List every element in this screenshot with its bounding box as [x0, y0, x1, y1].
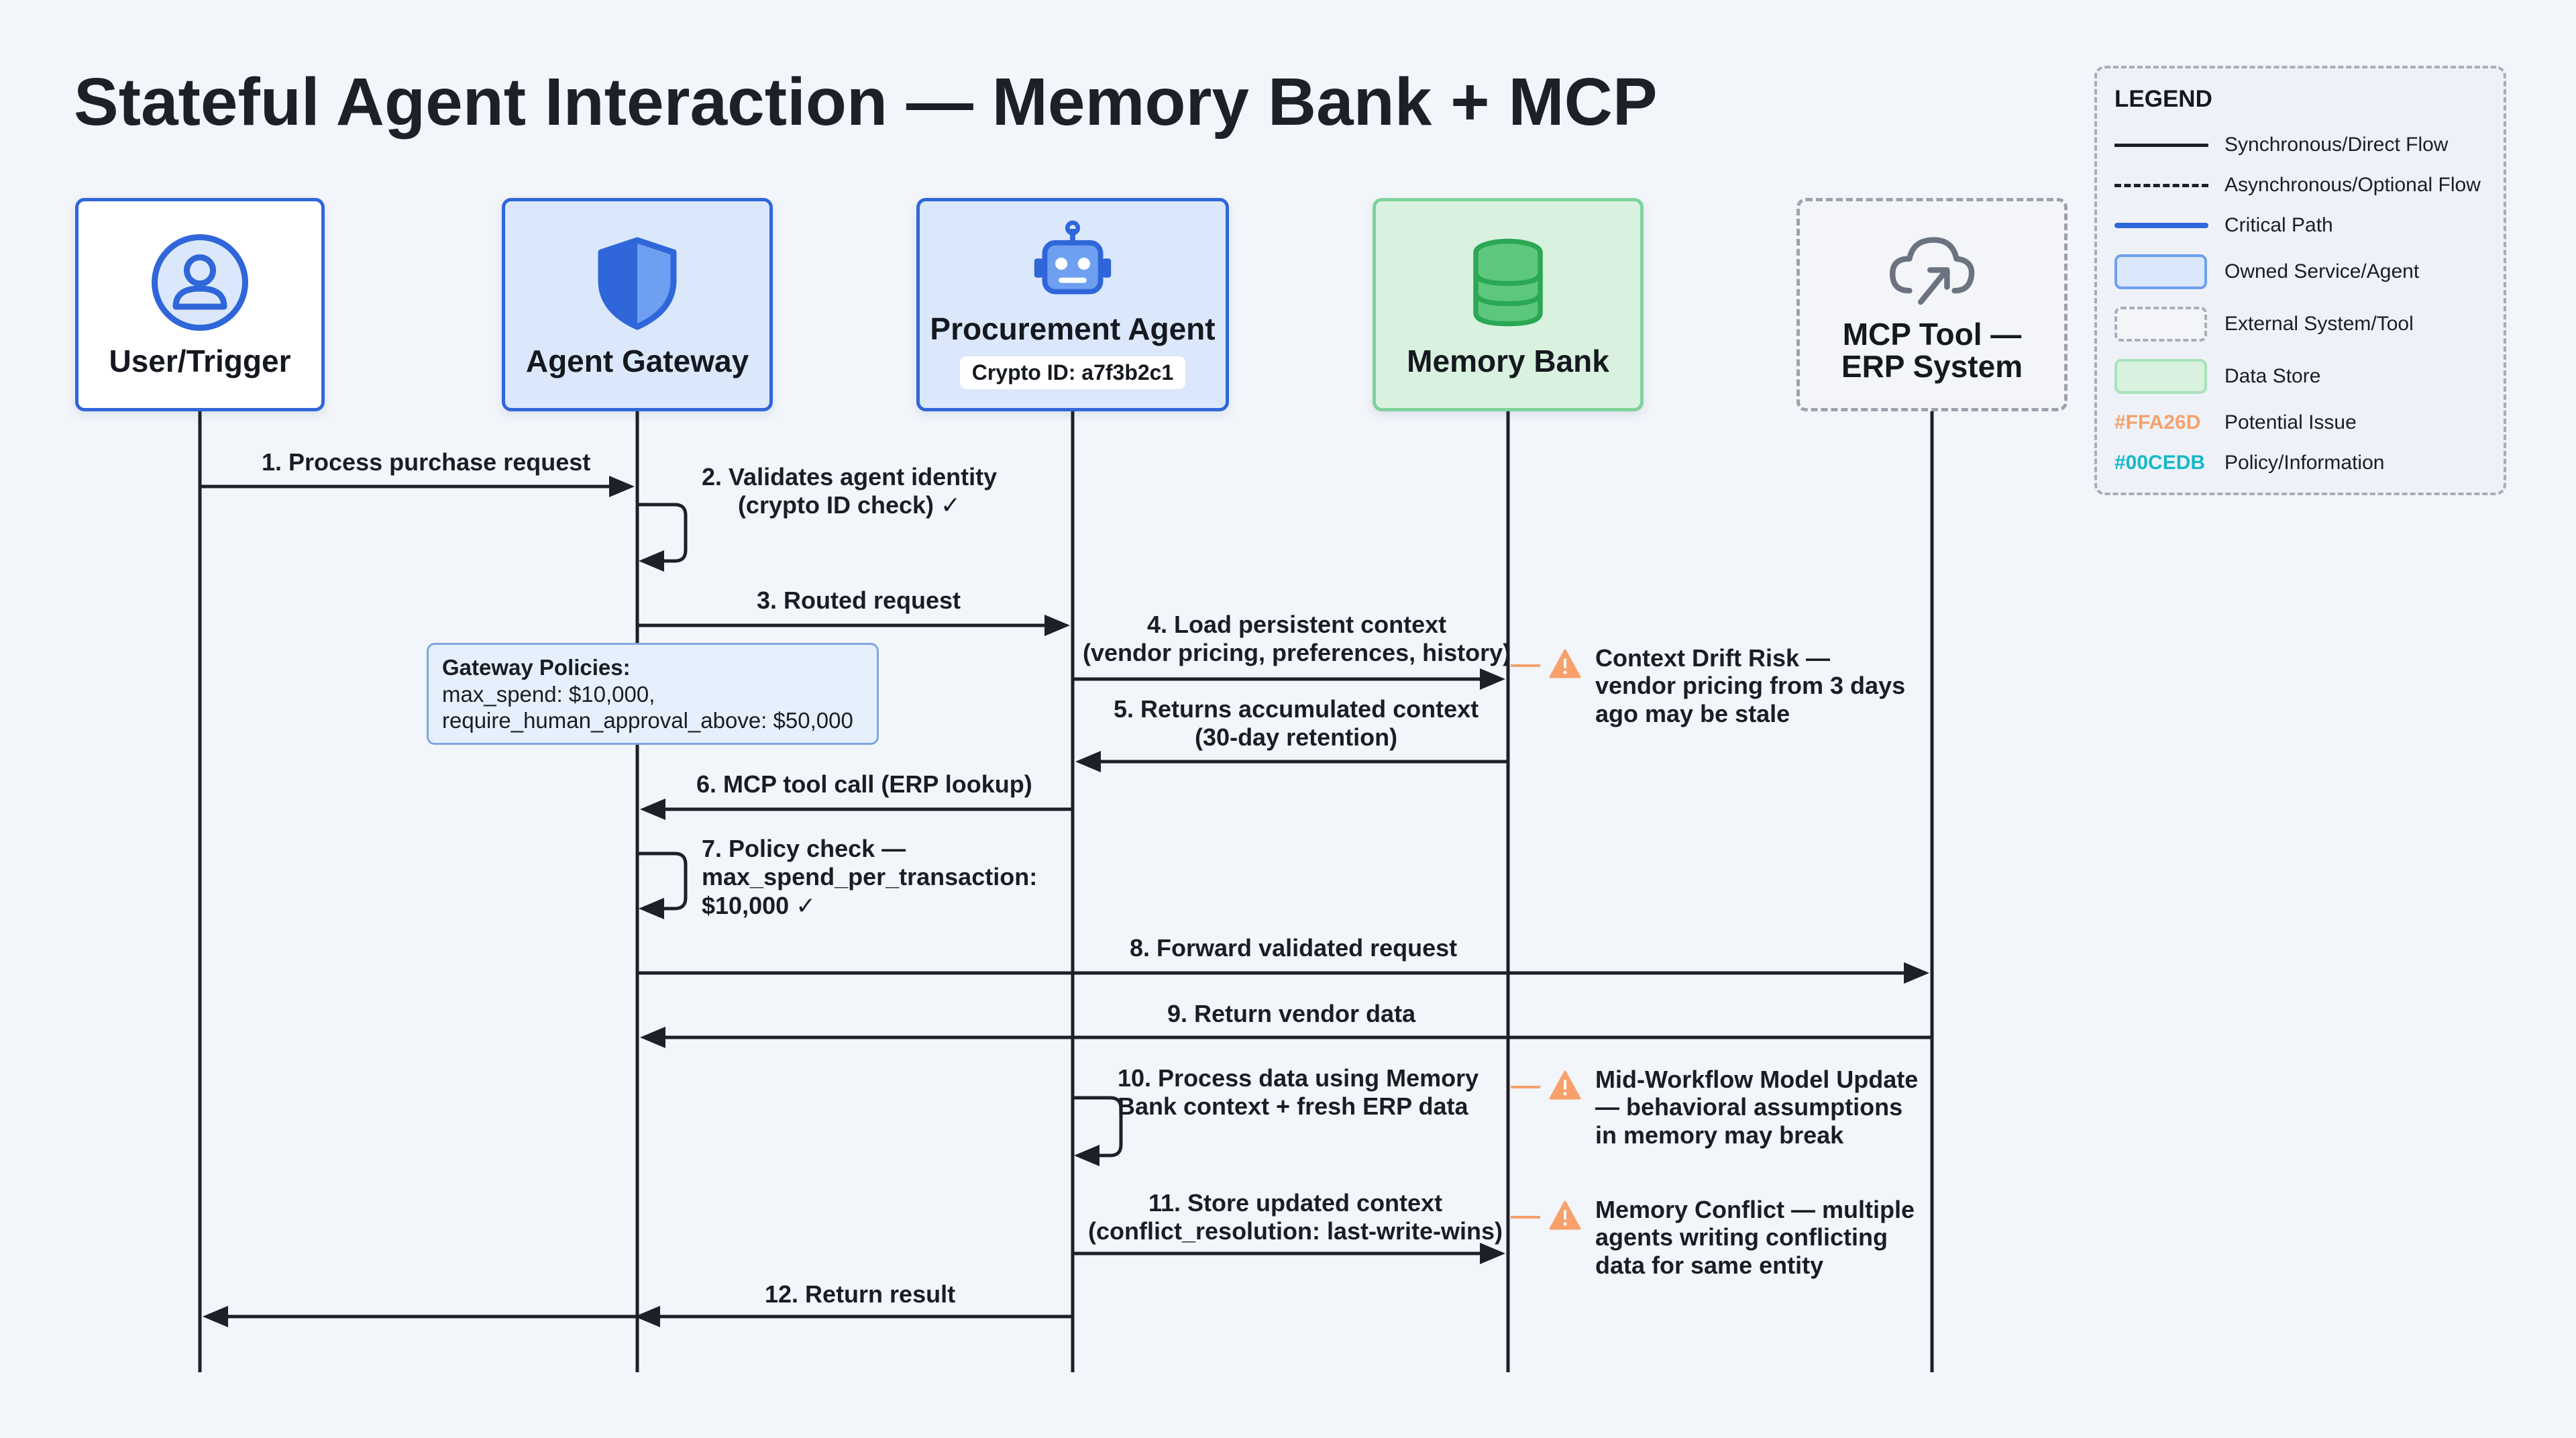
message-arrow-2-head — [639, 550, 664, 572]
legend-title: LEGEND — [2114, 86, 2212, 112]
user-icon — [152, 234, 248, 331]
message-arrow-5-head — [1075, 751, 1101, 772]
participant-procurement-agent: Procurement Agent Crypto ID: a7f3b2c1 — [916, 198, 1229, 411]
risk-connector — [1511, 1086, 1540, 1088]
legend-item-potential-issue: #FFA26D Potential Issue — [2114, 403, 2486, 443]
legend-label: Potential Issue — [2224, 411, 2357, 433]
legend: LEGEND Synchronous/Direct Flow Asynchron… — [2094, 66, 2506, 495]
hex-code: #00CEDB — [2114, 452, 2206, 474]
owned-swatch — [2114, 253, 2210, 291]
policy-hex-key: #00CEDB — [2114, 450, 2210, 476]
message-label-11: 11. Store updated context (conflict_reso… — [1088, 1189, 1503, 1245]
legend-item-data-store: Data Store — [2114, 350, 2486, 403]
participant-label: User/Trigger — [109, 343, 291, 378]
issue-hex-key: #FFA26D — [2114, 409, 2210, 436]
risk-text: Mid-Workflow Model Update — behavioral a… — [1595, 1066, 1919, 1149]
message-arrow-9-head — [640, 1027, 665, 1048]
risk-text: Memory Conflict — multiple agents writin… — [1595, 1196, 1915, 1279]
dashed-line-key — [2114, 172, 2210, 199]
message-arrow-11-head — [1480, 1243, 1505, 1264]
database-icon — [1473, 238, 1543, 327]
message-arrow-2 — [637, 503, 688, 563]
participant-user-trigger: User/Trigger — [75, 198, 325, 411]
legend-item-external: External System/Tool — [2114, 298, 2486, 350]
hex-code: #FFA26D — [2114, 411, 2201, 433]
warning-icon — [1549, 1200, 1581, 1230]
legend-label: Owned Service/Agent — [2224, 260, 2420, 283]
legend-item-critical-path: Critical Path — [2114, 205, 2486, 246]
message-label-10: 10. Process data using Memory Bank conte… — [1118, 1064, 1479, 1121]
message-arrow-6-head — [640, 799, 665, 820]
legend-label: Critical Path — [2224, 214, 2333, 236]
participant-label: Procurement Agent — [930, 311, 1216, 347]
message-arrow-12-head — [203, 1306, 228, 1327]
message-label-6: 6. MCP tool call (ERP lookup) — [696, 770, 1032, 798]
legend-item-synchronous: Synchronous/Direct Flow — [2114, 125, 2486, 165]
solid-line-key — [2114, 132, 2210, 158]
risk-annotation-memory-conflict: Memory Conflict — multiple agents writin… — [1511, 1196, 1915, 1279]
message-arrow-12-gateway-head — [635, 1306, 660, 1327]
diagram-title: Stateful Agent Interaction — Memory Bank… — [74, 64, 1658, 140]
message-arrow-3-head — [1044, 615, 1070, 636]
legend-item-owned: Owned Service/Agent — [2114, 246, 2486, 298]
legend-label: Synchronous/Direct Flow — [2224, 134, 2449, 156]
legend-label: Data Store — [2224, 365, 2321, 387]
policy-title: Gateway Policies: — [442, 655, 631, 680]
policy-line: max_spend: $10,000, — [442, 681, 655, 707]
message-arrow-4-head — [1480, 668, 1505, 690]
legend-label: External System/Tool — [2224, 313, 2414, 335]
message-arrow-7 — [637, 852, 688, 911]
warning-icon — [1549, 649, 1581, 678]
message-arrow-10-head — [1074, 1145, 1099, 1166]
policy-line: require_human_approval_above: $50,000 — [442, 708, 853, 733]
message-arrow-10 — [1073, 1096, 1123, 1158]
message-arrow-8-head — [1904, 962, 1929, 984]
cloud-upload-icon — [1890, 237, 1975, 305]
message-label-3: 3. Routed request — [757, 586, 961, 614]
message-arrow-7-head — [639, 898, 664, 919]
risk-annotation-model-update: Mid-Workflow Model Update — behavioral a… — [1511, 1066, 1918, 1149]
critical-line-key — [2114, 212, 2210, 239]
external-swatch — [2114, 305, 2210, 343]
participant-label: MCP Tool — ERP System — [1841, 316, 2023, 384]
risk-annotation-context-drift: Context Drift Risk — vendor pricing from… — [1511, 644, 1905, 727]
participant-label: Memory Bank — [1407, 343, 1609, 378]
participant-mcp-tool-erp: MCP Tool — ERP System — [1796, 198, 2068, 411]
legend-label: Policy/Information — [2224, 452, 2385, 474]
participant-label: Agent Gateway — [525, 343, 749, 378]
store-swatch — [2114, 358, 2210, 395]
message-label-2: 2. Validates agent identity (crypto ID c… — [702, 463, 998, 519]
message-label-9: 9. Return vendor data — [1167, 1000, 1416, 1027]
warning-icon — [1549, 1070, 1581, 1100]
legend-item-asynchronous: Asynchronous/Optional Flow — [2114, 165, 2486, 205]
participant-agent-gateway: Agent Gateway — [502, 198, 773, 411]
legend-label: Asynchronous/Optional Flow — [2224, 174, 2481, 196]
message-label-5: 5. Returns accumulated context (30-day r… — [1114, 695, 1479, 752]
message-label-7: 7. Policy check — max_spend_per_transact… — [702, 835, 1038, 919]
message-label-8: 8. Forward validated request — [1130, 934, 1458, 962]
message-label-1: 1. Process purchase request — [262, 448, 591, 476]
shield-icon — [598, 237, 677, 330]
message-arrow-1-head — [609, 476, 635, 497]
legend-item-policy: #00CEDB Policy/Information — [2114, 443, 2486, 483]
robot-icon — [1034, 220, 1112, 295]
participant-memory-bank: Memory Bank — [1373, 198, 1644, 411]
crypto-id-badge: Crypto ID: a7f3b2c1 — [959, 356, 1186, 389]
risk-text: Context Drift Risk — vendor pricing from… — [1595, 644, 1906, 727]
message-label-4: 4. Load persistent context (vendor prici… — [1083, 611, 1511, 667]
message-label-12: 12. Return result — [765, 1280, 956, 1308]
risk-connector — [1511, 664, 1540, 667]
gateway-policies-note: Gateway Policies: max_spend: $10,000, re… — [427, 643, 879, 745]
risk-connector — [1511, 1216, 1540, 1219]
